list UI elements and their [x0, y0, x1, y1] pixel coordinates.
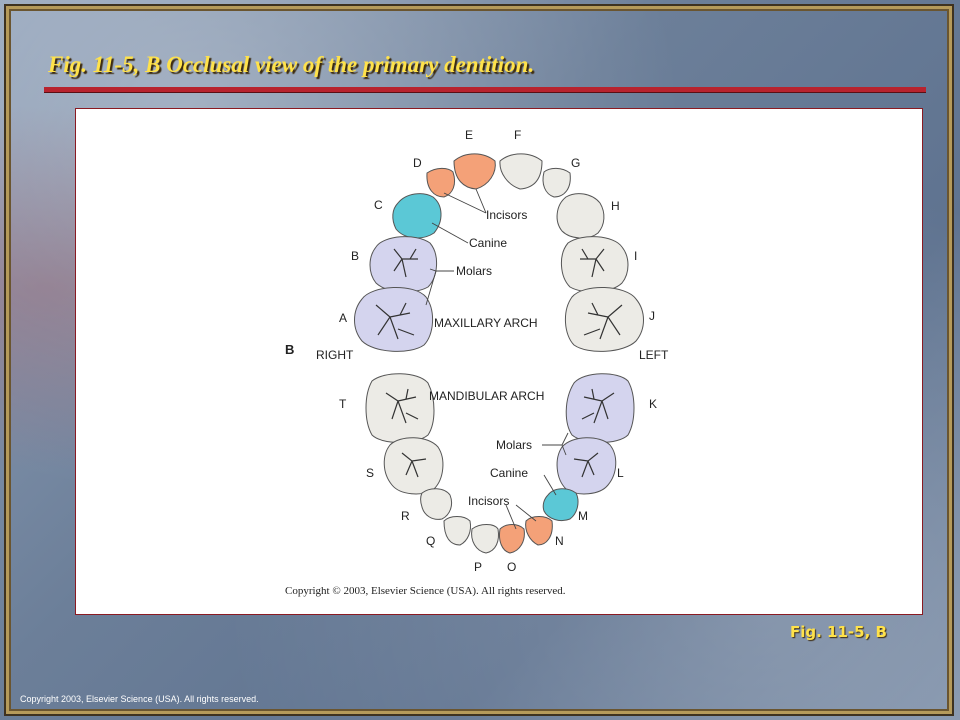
upper-molars-label: Molars — [456, 264, 492, 278]
tooth-label-N: N — [555, 534, 564, 548]
slide-frame — [6, 6, 952, 714]
figure-caption: Fig. 11-5, B — [790, 623, 887, 641]
slide-footer-copyright: Copyright 2003, Elsevier Science (USA). … — [20, 694, 259, 704]
tooth-label-C: C — [374, 198, 383, 212]
leader-lower-incisors — [505, 504, 537, 530]
tooth-label-H: H — [611, 199, 620, 213]
figure-panel: E F D G C H B I A J Incisors Canine Mola… — [75, 108, 923, 615]
fissure-I — [580, 248, 605, 278]
leader-lower-molars — [542, 432, 569, 456]
fissure-A — [375, 302, 415, 340]
leader-upper-canine — [431, 222, 469, 244]
fissure-K — [581, 388, 615, 424]
tooth-G — [542, 167, 571, 198]
title-underline — [44, 87, 926, 92]
tooth-K — [565, 373, 635, 443]
tooth-N — [525, 516, 553, 546]
fissure-J — [583, 302, 623, 340]
figure-copyright: Copyright © 2003, Elsevier Science (USA)… — [285, 585, 566, 597]
tooth-P — [471, 524, 499, 554]
tooth-label-Q: Q — [426, 534, 435, 548]
tooth-O — [499, 524, 525, 554]
lower-molars-label: Molars — [496, 438, 532, 452]
mandibular-arch-label: MANDIBULAR ARCH — [429, 389, 544, 403]
tooth-label-E: E — [465, 128, 473, 142]
tooth-label-I: I — [634, 249, 637, 263]
tooth-label-K: K — [649, 397, 657, 411]
tooth-label-S: S — [366, 466, 374, 480]
tooth-label-B: B — [351, 249, 359, 263]
tooth-label-F: F — [514, 128, 521, 142]
slide-title: Fig. 11-5, B Occlusal view of the primar… — [48, 52, 535, 77]
tooth-F — [499, 153, 543, 190]
tooth-D — [426, 167, 456, 198]
tooth-label-P: P — [474, 560, 482, 574]
tooth-label-R: R — [401, 509, 410, 523]
fissure-S — [401, 452, 427, 478]
leader-upper-molars — [425, 268, 454, 306]
panel-label: B — [285, 342, 294, 357]
fissure-T — [385, 388, 419, 424]
leader-upper-incisors — [443, 188, 487, 214]
tooth-R — [420, 488, 453, 520]
side-left-label: LEFT — [639, 348, 669, 362]
tooth-label-A: A — [339, 311, 347, 325]
tooth-H — [556, 193, 605, 239]
dentition-diagram: E F D G C H B I A J Incisors Canine Mola… — [285, 128, 669, 597]
tooth-E — [453, 153, 496, 190]
tooth-label-J: J — [649, 309, 655, 323]
tooth-J — [565, 286, 644, 352]
tooth-label-D: D — [413, 156, 422, 170]
tooth-label-O: O — [507, 560, 516, 574]
tooth-A — [354, 286, 433, 352]
leader-lower-canine — [543, 474, 557, 496]
tooth-M — [542, 488, 579, 522]
fissure-L — [573, 452, 599, 478]
side-right-label: RIGHT — [316, 348, 354, 362]
tooth-label-T: T — [339, 397, 347, 411]
tooth-C — [392, 193, 442, 239]
tooth-Q — [443, 516, 471, 546]
upper-canine-label: Canine — [469, 236, 507, 250]
tooth-label-G: G — [571, 156, 580, 170]
maxillary-arch-label: MAXILLARY ARCH — [434, 316, 538, 330]
lower-incisors-label: Incisors — [468, 494, 509, 508]
tooth-label-M: M — [578, 509, 588, 523]
fissure-B — [393, 248, 418, 278]
lower-canine-label: Canine — [490, 466, 528, 480]
upper-incisors-label: Incisors — [486, 208, 527, 222]
tooth-label-L: L — [617, 466, 624, 480]
